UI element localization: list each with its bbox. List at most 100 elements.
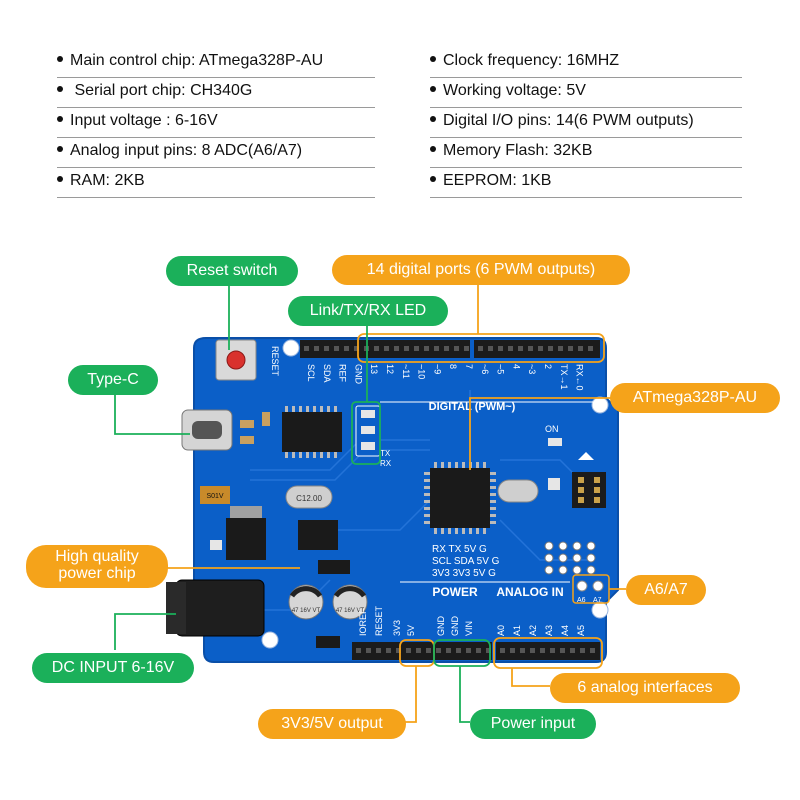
a6-silk: A6 <box>577 597 586 604</box>
bullet-icon <box>430 55 436 62</box>
header-hole <box>446 648 451 653</box>
divider <box>430 167 742 168</box>
bullet-icon <box>430 145 436 152</box>
digital-ports-label: 14 digital ports (6 PWM outputs) <box>332 255 630 285</box>
s01v-label: S01V <box>206 493 223 500</box>
crystal-label: C12.00 <box>296 494 322 503</box>
spec-item: Digital I/O pins: 14(6 PWM outputs) <box>430 112 694 130</box>
mcu-pin <box>490 514 496 517</box>
bullet-icon <box>430 175 436 182</box>
header-hole <box>550 648 555 653</box>
mcu-label: ATmega328P-AU <box>610 383 780 413</box>
header-hole <box>424 346 429 351</box>
link-led <box>361 410 375 418</box>
mcu-pin <box>476 462 479 468</box>
header-hole <box>500 648 505 653</box>
bottom-pin-label: RESET <box>374 605 384 636</box>
chip-pin <box>285 406 288 412</box>
led-highlight <box>351 401 381 465</box>
chip-pin <box>334 452 337 458</box>
bottom-pin-label: A4 <box>560 625 570 636</box>
header-row-label: RX TX 5V G <box>432 544 487 555</box>
mcu-pin <box>448 462 451 468</box>
chip-pin <box>313 406 316 412</box>
mounting-hole <box>261 631 279 649</box>
header-hole <box>394 346 399 351</box>
bullet-icon <box>57 175 63 182</box>
header-hole <box>314 346 319 351</box>
header-hole <box>580 648 585 653</box>
chip-pin <box>306 452 309 458</box>
chip-pin <box>299 452 302 458</box>
rx-silk: RX <box>380 459 392 468</box>
mcu-pin <box>490 486 496 489</box>
top-pin-label: SCL <box>306 364 316 382</box>
chip-pin <box>334 406 337 412</box>
power-chip-label-line1: High quality <box>55 548 139 565</box>
header-pad <box>558 541 568 551</box>
led-label: Link/TX/RX LED <box>288 296 448 326</box>
header-hole <box>416 648 421 653</box>
header-hole <box>528 346 533 351</box>
top-pin-label: ~6 <box>480 364 490 374</box>
header-hole <box>466 648 471 653</box>
mcu-crystal <box>497 479 539 503</box>
top-pin-label: GND <box>353 364 363 385</box>
mcu-pin <box>490 472 496 475</box>
digital-highlight <box>357 333 605 363</box>
top-pin-label: REF <box>338 364 348 383</box>
chip-pin <box>327 452 330 458</box>
header-hole <box>374 346 379 351</box>
header-hole <box>464 346 469 351</box>
dc-jack <box>175 579 265 637</box>
header-hole <box>396 648 401 653</box>
header-pad <box>544 553 554 563</box>
mcu-pin <box>455 462 458 468</box>
triangle-marker-icon <box>578 452 594 460</box>
reset-switch-label: Reset switch <box>166 256 298 286</box>
header-hole <box>376 648 381 653</box>
top-pin-label: 13 <box>369 364 379 374</box>
type-c-opening <box>192 421 222 439</box>
leader-power-input <box>459 666 470 723</box>
mcu-pin <box>490 507 496 510</box>
icsp-header <box>572 472 606 508</box>
reset-button <box>226 350 246 370</box>
spec-item: Main control chip: ATmega328P-AU <box>57 52 323 70</box>
mcu-pin <box>424 479 430 482</box>
power-chip-tab <box>230 506 262 518</box>
crystal <box>285 485 333 509</box>
header-pad <box>544 565 554 575</box>
smd-part <box>548 478 560 490</box>
header-hole <box>520 648 525 653</box>
capacitor-label: 47 16V VT <box>336 608 365 614</box>
mcu-pin <box>424 493 430 496</box>
divider <box>57 77 375 78</box>
header-hole <box>426 648 431 653</box>
leader-lines <box>114 284 626 723</box>
chip-pin <box>292 452 295 458</box>
analog-header <box>496 642 600 660</box>
extra-header-labels: RX TX 5V G SCL SDA 5V G 3V3 3V3 5V G <box>432 544 500 579</box>
mcu-pin <box>424 521 430 524</box>
header-pad <box>586 565 596 575</box>
bottom-pin-label: VIN <box>464 621 474 636</box>
top-pin-label: 12 <box>385 364 395 374</box>
spec-item: Analog input pins: 8 ADC(A6/A7) <box>57 142 302 160</box>
divider <box>57 167 375 168</box>
analog-highlight <box>493 637 603 669</box>
header-hole <box>570 648 575 653</box>
header-hole <box>406 648 411 653</box>
reset-silk: RESET <box>270 346 280 377</box>
a7-pad <box>592 580 604 592</box>
analog-label: 6 analog interfaces <box>550 673 740 703</box>
header-hole <box>324 346 329 351</box>
bottom-pin-label: GND <box>450 616 460 637</box>
bullet-icon <box>430 115 436 122</box>
power-silk: POWER <box>432 585 478 599</box>
header-pad <box>558 565 568 575</box>
header-hole <box>386 648 391 653</box>
header-hole <box>436 648 441 653</box>
top-pin-label: 4 <box>511 364 521 369</box>
